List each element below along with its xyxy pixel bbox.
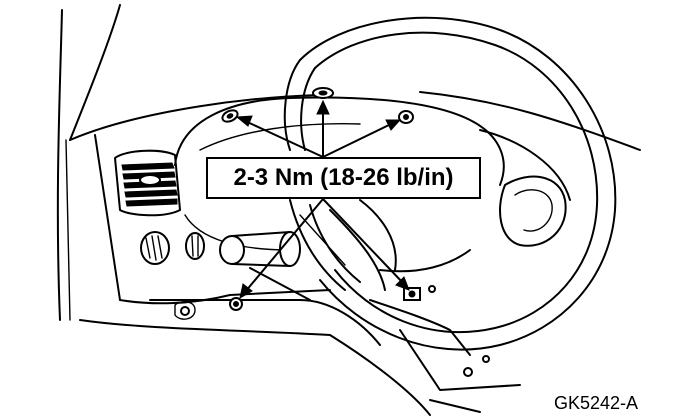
figure-id: GK5242-A xyxy=(553,393,638,413)
torque-callout: 2-3 Nm (18-26 lb/in) xyxy=(206,157,481,199)
torque-label: 2-3 Nm (18-26 lb/in) xyxy=(233,164,454,191)
control-knobs xyxy=(140,231,301,267)
fastener-screws xyxy=(221,87,436,301)
steering-hub xyxy=(299,129,571,291)
windshield-pillar xyxy=(56,4,121,321)
lower-column-cover xyxy=(369,299,521,413)
air-vent xyxy=(114,149,181,217)
dashboard-top xyxy=(69,91,641,301)
callout-leader-arrows xyxy=(235,99,410,300)
column-shroud xyxy=(79,267,431,416)
